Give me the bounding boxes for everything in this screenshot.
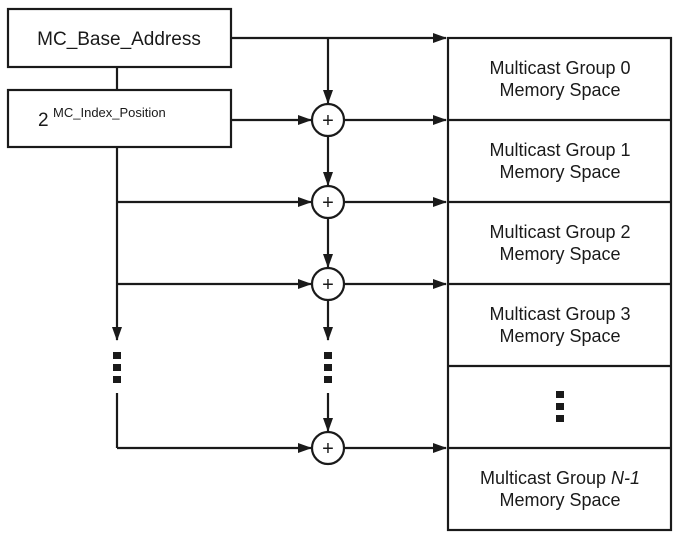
- memory-group-n-1-title: Multicast Group N-1: [480, 468, 640, 488]
- adder-3-symbol: +: [322, 274, 334, 296]
- memory-group-3-title: Multicast Group 3: [489, 304, 630, 324]
- memory-group-n-1-subtitle: Memory Space: [499, 490, 620, 510]
- memory-group-3: Multicast Group 3 Memory Space: [489, 304, 630, 346]
- index-power-label: 2 MC_Index_Position: [38, 105, 166, 131]
- memory-group-1-subtitle: Memory Space: [499, 162, 620, 182]
- memory-group-0: Multicast Group 0 Memory Space: [489, 58, 630, 100]
- memory-group-0-title: Multicast Group 0: [489, 58, 630, 78]
- memory-group-3-subtitle: Memory Space: [499, 326, 620, 346]
- index-power-base: 2: [38, 110, 49, 131]
- adder-2: [310, 184, 346, 220]
- adder-1-symbol: +: [322, 110, 334, 132]
- adder-1: [310, 102, 346, 138]
- adder-3: [310, 266, 346, 302]
- memory-group-n-1-index: N-1: [611, 468, 640, 488]
- adder-n-1-symbol: +: [322, 438, 334, 460]
- memory-group-2-subtitle: Memory Space: [499, 244, 620, 264]
- adder-2-symbol: +: [322, 192, 334, 214]
- index-power-exponent: MC_Index_Position: [53, 105, 166, 120]
- adder-n-1: [310, 430, 346, 466]
- memory-group-1-title: Multicast Group 1: [489, 140, 630, 160]
- index-bus-ellipsis: [113, 352, 121, 383]
- base-address-label: MC_Base_Address: [37, 29, 201, 50]
- memory-group-0-subtitle: Memory Space: [499, 80, 620, 100]
- memory-group-2-title: Multicast Group 2: [489, 222, 630, 242]
- memory-group-2: Multicast Group 2 Memory Space: [489, 222, 630, 264]
- memory-group-n-1-prefix: Multicast Group: [480, 468, 611, 488]
- memory-ellipsis: [556, 391, 564, 422]
- index-power-box: [6, 88, 233, 149]
- adder-chain-ellipsis: [324, 352, 332, 383]
- memory-group-1: Multicast Group 1 Memory Space: [489, 140, 630, 182]
- memory-group-n-1: Multicast Group N-1 Memory Space: [480, 468, 640, 510]
